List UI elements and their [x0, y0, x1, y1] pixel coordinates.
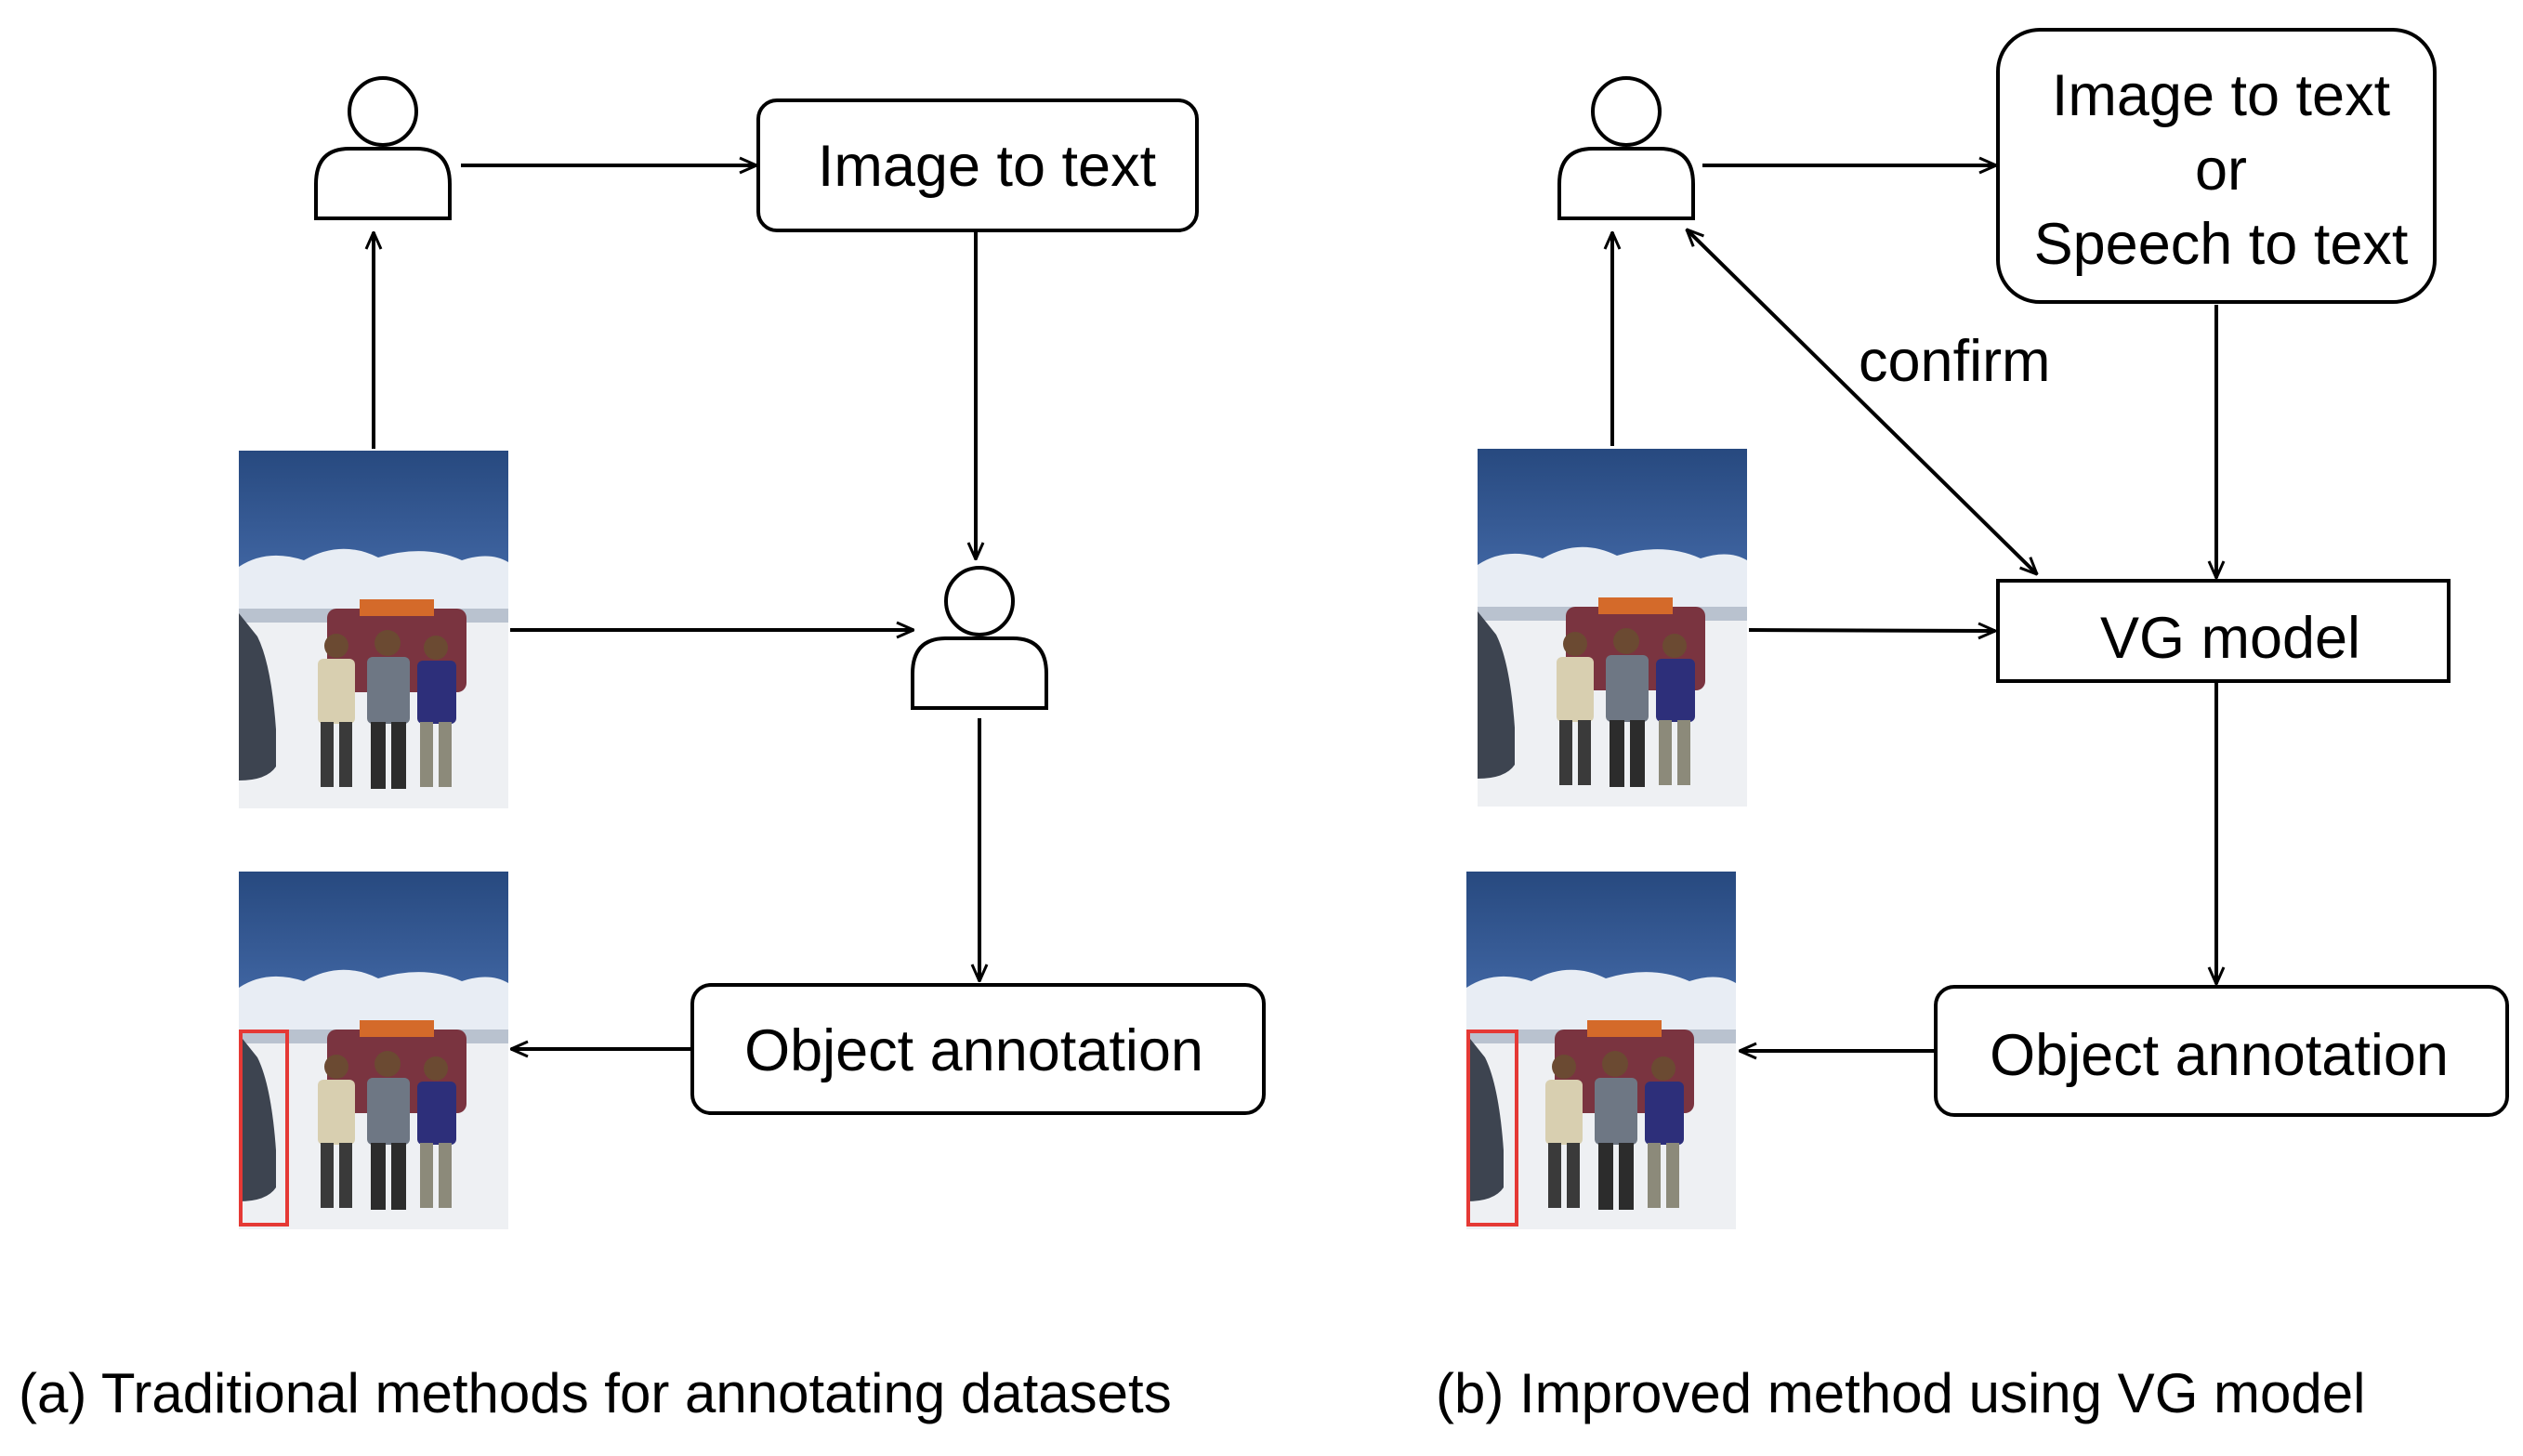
- object-annotation-label-b: Object annotation: [1990, 1023, 2449, 1088]
- panel-a: Image to text Object annotation (a) Trad…: [19, 76, 1266, 1424]
- annotation-bbox-a: [239, 1030, 289, 1226]
- text-input-line3-b: Speech to text: [2034, 212, 2409, 277]
- annotator-icon-center-a: [911, 566, 1048, 710]
- confirm-label-b: confirm: [1859, 329, 2051, 394]
- caption-a: (a) Traditional methods for annotating d…: [19, 1362, 1172, 1424]
- vg-model-box-b: [1996, 579, 2451, 683]
- input-photo-a: [239, 451, 508, 808]
- annotator-icon-top-a: [314, 76, 452, 220]
- image-to-text-box-a: [756, 98, 1199, 232]
- annotator-icon-b: [1557, 76, 1695, 220]
- object-annotation-label-a: Object annotation: [744, 1018, 1203, 1083]
- annotation-bbox-b: [1466, 1030, 1518, 1226]
- input-photo-b: [1478, 449, 1747, 807]
- text-input-box-b: [1996, 28, 2437, 304]
- text-input-line2-b: or: [2195, 138, 2247, 203]
- vg-model-label-b: VG model: [2100, 606, 2360, 671]
- image-to-text-label-a: Image to text: [818, 134, 1157, 199]
- annotated-photo-b: [1466, 872, 1736, 1229]
- arrow-photo-to-vg-model-b: [1748, 630, 1995, 631]
- object-annotation-box-a: [690, 983, 1266, 1115]
- caption-b: (b) Improved method using VG model: [1436, 1362, 2365, 1424]
- text-input-line1-b: Image to text: [2052, 63, 2391, 128]
- annotated-photo-a: [239, 872, 508, 1229]
- object-annotation-box-b: [1934, 985, 2509, 1117]
- panel-b: Image to text or Speech to text VG model…: [1436, 28, 2509, 1424]
- arrow-confirm-bidirectional-b: [1687, 230, 2037, 574]
